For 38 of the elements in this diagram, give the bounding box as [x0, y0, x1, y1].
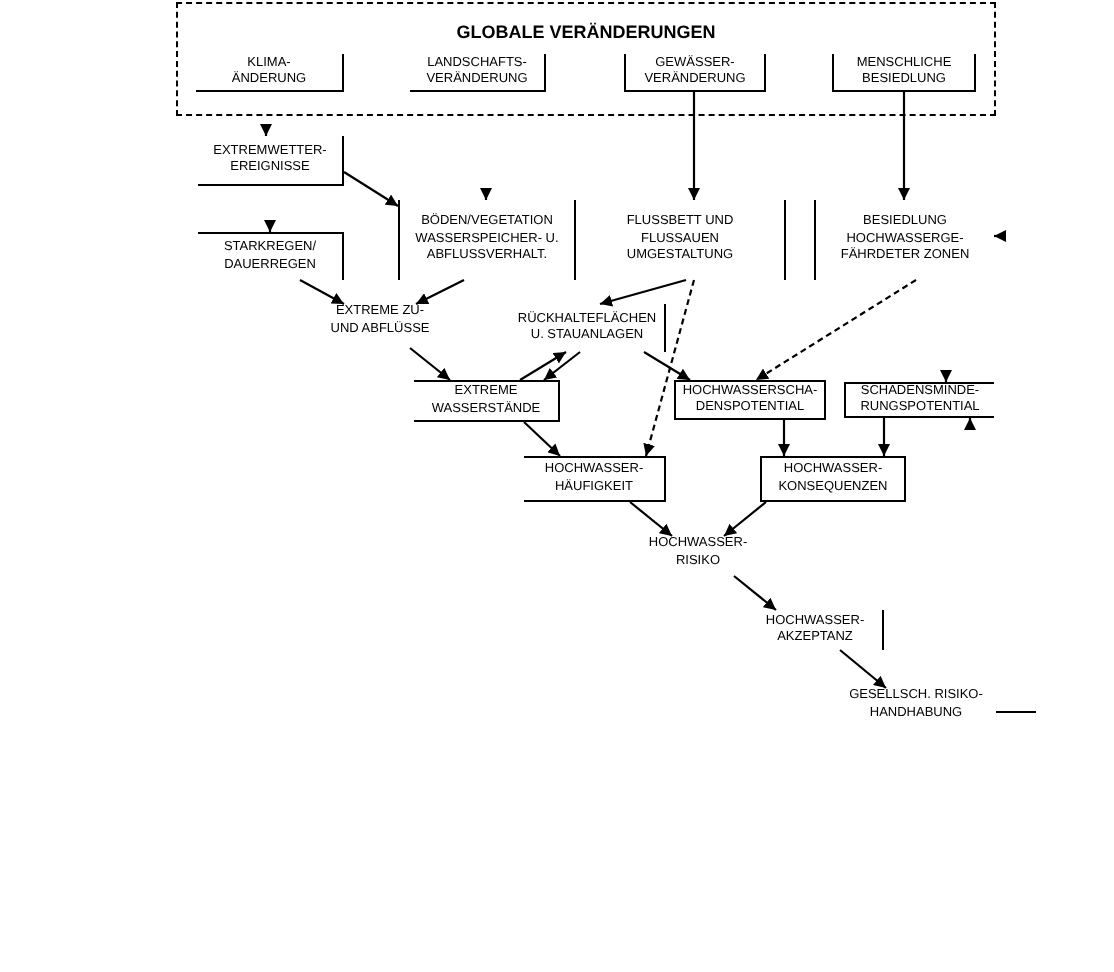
arrow — [755, 279, 917, 381]
arrow — [260, 124, 272, 136]
arrow — [343, 171, 399, 207]
arrow — [264, 220, 276, 232]
arrow — [299, 279, 345, 305]
process-box — [760, 456, 906, 502]
arrow — [688, 92, 700, 200]
arrow — [480, 188, 492, 200]
process-box — [624, 54, 766, 92]
arrow — [898, 92, 910, 200]
process-box — [196, 54, 344, 92]
process-box — [844, 382, 994, 418]
process-box — [832, 54, 976, 92]
arrow — [878, 418, 890, 456]
process-box — [410, 54, 546, 92]
arrow — [964, 418, 976, 430]
group-title: GLOBALE VERÄNDERUNGEN — [456, 22, 716, 44]
arrow — [543, 351, 581, 381]
group-box — [176, 2, 996, 116]
arrow — [723, 501, 767, 537]
process-box — [524, 456, 666, 502]
arrow — [839, 649, 887, 689]
arrow — [519, 351, 567, 381]
arrow — [523, 421, 561, 457]
arrow — [643, 279, 696, 457]
process-box — [398, 200, 576, 280]
process-box — [414, 380, 560, 422]
arrow — [778, 420, 790, 456]
arrow — [994, 230, 1006, 242]
arrow — [599, 278, 687, 307]
arrow — [409, 347, 451, 381]
process-box — [198, 136, 344, 186]
arrow — [940, 370, 952, 382]
arrow — [629, 501, 673, 537]
arrow — [643, 351, 691, 381]
arrow — [415, 279, 465, 305]
arrow — [733, 575, 777, 611]
process-box — [198, 232, 344, 280]
